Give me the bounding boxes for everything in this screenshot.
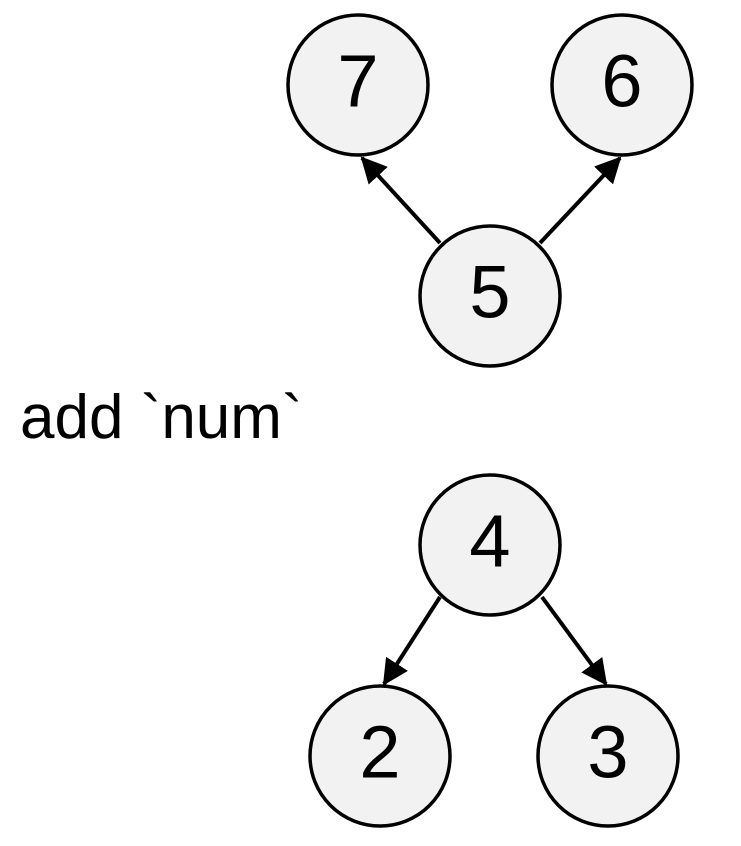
node-7: 7	[286, 13, 430, 157]
node-7-label: 7	[337, 40, 378, 123]
edge-4-to-2	[382, 595, 442, 686]
edge-5-to-6	[538, 156, 622, 245]
node-6: 6	[550, 13, 694, 157]
node-6-label: 6	[601, 40, 642, 123]
edge-5-to-7	[360, 156, 442, 245]
node-4-label: 4	[469, 500, 510, 583]
edge-4-to-3	[540, 595, 608, 686]
node-2-label: 2	[359, 711, 400, 794]
operation-label: add `num`	[20, 383, 303, 452]
node-3-label: 3	[587, 711, 628, 794]
node-3: 3	[536, 684, 680, 828]
node-2: 2	[308, 684, 452, 828]
node-5-label: 5	[469, 251, 510, 334]
node-5: 5	[418, 224, 562, 368]
node-4: 4	[418, 473, 562, 617]
